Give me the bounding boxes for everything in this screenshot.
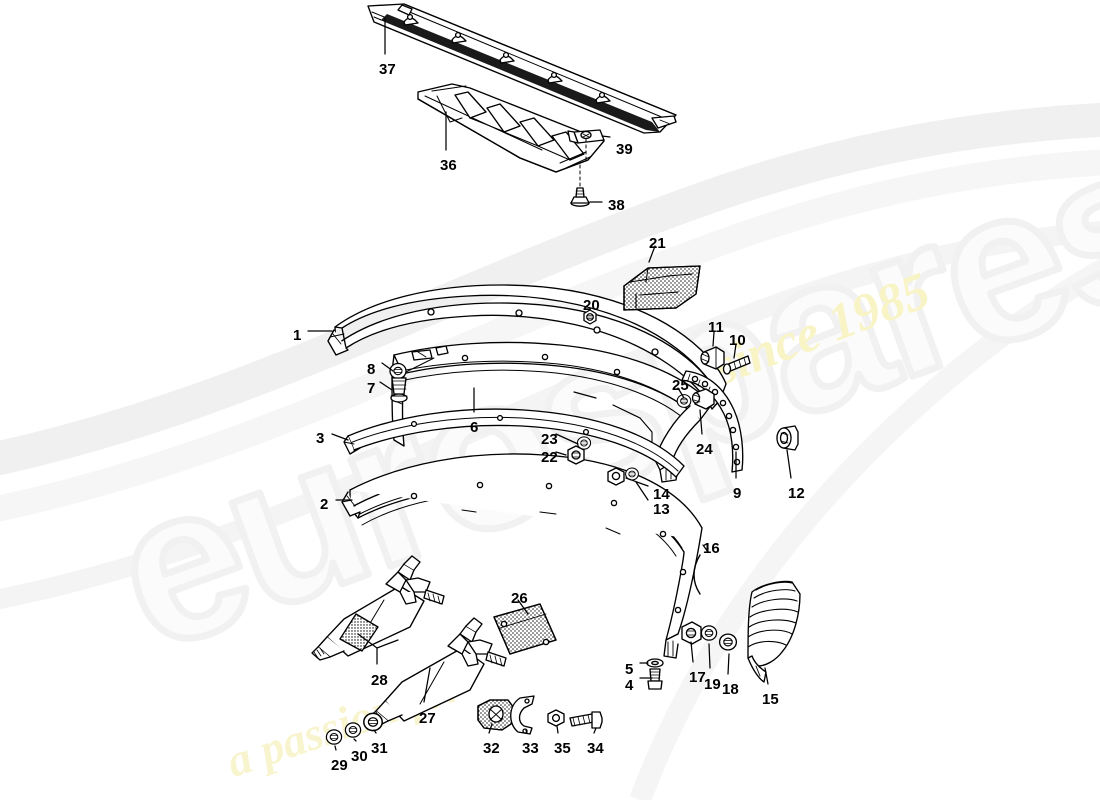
part-9-mounting-rail [681, 370, 744, 473]
callout-label-31[interactable]: 31 [371, 740, 388, 757]
callout-label-38[interactable]: 38 [608, 197, 625, 214]
callout-label-17[interactable]: 17 [689, 669, 706, 686]
callout-label-30[interactable]: 30 [351, 748, 368, 765]
part-25-washer [676, 394, 692, 408]
callout-label-8[interactable]: 8 [367, 361, 376, 378]
part-33-retaining-clip [510, 695, 535, 735]
part-15-corner-filler [747, 580, 801, 683]
part-16-bracket-marker [693, 554, 701, 595]
callout-label-35[interactable]: 35 [554, 740, 571, 757]
part-22-nut [567, 445, 585, 465]
callout-label-39[interactable]: 39 [616, 141, 633, 158]
callout-label-26[interactable]: 26 [511, 590, 528, 607]
callout-label-9[interactable]: 9 [733, 485, 742, 502]
callout-label-21[interactable]: 21 [649, 235, 666, 252]
part-28-shock-absorber-long [311, 555, 445, 661]
callout-label-24[interactable]: 24 [696, 441, 713, 458]
callout-label-7[interactable]: 7 [367, 380, 376, 397]
part-27-shock-absorber-short [367, 617, 507, 727]
part-19-washer [700, 625, 718, 641]
callout-label-10[interactable]: 10 [729, 332, 746, 349]
callout-label-1[interactable]: 1 [293, 327, 302, 344]
part-32-rubber-bushing [477, 699, 515, 731]
part-31-washer [363, 712, 383, 732]
part-24-nut [691, 388, 715, 410]
callout-label-29[interactable]: 29 [331, 757, 348, 774]
callout-label-33[interactable]: 33 [522, 740, 539, 757]
callout-label-23[interactable]: 23 [541, 431, 558, 448]
callout-label-37[interactable]: 37 [379, 61, 396, 78]
callout-label-11[interactable]: 11 [708, 319, 724, 336]
part-7-round-head-screw [390, 377, 408, 403]
callout-label-18[interactable]: 18 [722, 681, 739, 698]
part-37-sill-rail [367, 3, 677, 134]
part-35-nut [547, 709, 565, 727]
callout-label-28[interactable]: 28 [371, 672, 388, 689]
callout-label-6[interactable]: 6 [470, 419, 479, 436]
callout-label-2[interactable]: 2 [320, 496, 329, 513]
part-10-stud-bolt [722, 355, 751, 375]
callout-label-4[interactable]: 4 [625, 677, 634, 694]
part-36-under-tray [417, 83, 605, 173]
callout-label-20[interactable]: 20 [583, 297, 600, 314]
callout-label-32[interactable]: 32 [483, 740, 500, 757]
part-38-panel-screw [570, 187, 590, 207]
part-18-washer [718, 633, 738, 651]
part-17-nut [681, 621, 702, 645]
callout-label-25[interactable]: 25 [672, 377, 689, 394]
callout-label-27[interactable]: 27 [419, 710, 436, 727]
part-30-washer [344, 722, 362, 738]
part-14-nut-small [607, 467, 625, 486]
part-26-mounting-plate [493, 603, 557, 655]
callout-label-34[interactable]: 34 [587, 740, 604, 757]
callout-label-12[interactable]: 12 [788, 485, 805, 502]
part-3-trim-strip [343, 408, 685, 478]
callout-label-36[interactable]: 36 [440, 157, 457, 174]
callout-label-15[interactable]: 15 [762, 691, 779, 708]
callout-label-13[interactable]: 13 [653, 501, 670, 518]
part-29-washer [325, 729, 343, 745]
part-21-rubber-end-buffer [623, 265, 701, 311]
part-5-flat-washer [646, 658, 664, 668]
part-4-hex-bolt [647, 668, 663, 690]
callout-label-22[interactable]: 22 [541, 449, 558, 466]
callout-label-3[interactable]: 3 [316, 430, 325, 447]
callout-label-14[interactable]: 14 [653, 486, 670, 503]
callout-label-16[interactable]: 16 [703, 540, 720, 557]
callout-label-5[interactable]: 5 [625, 661, 634, 678]
part-12-grommet [776, 425, 799, 451]
callout-label-19[interactable]: 19 [704, 676, 721, 693]
part-34-hex-bolt [569, 711, 603, 729]
part-1-bumper-upper-shell [327, 284, 727, 410]
part-11-hex-nut [700, 346, 725, 370]
